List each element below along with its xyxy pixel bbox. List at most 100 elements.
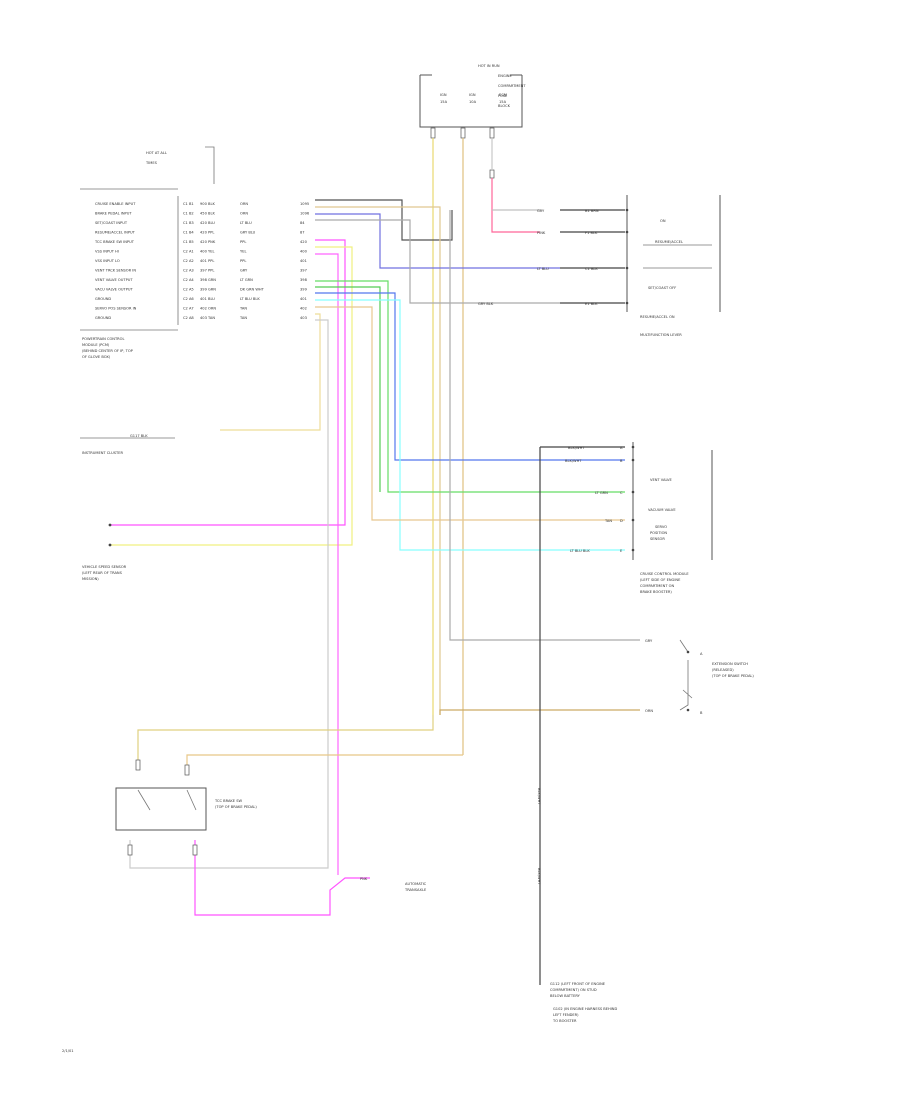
module-wire-term: C bbox=[620, 491, 623, 495]
fuse-rating: 15A bbox=[499, 100, 507, 104]
stop-wire-color: ORN bbox=[645, 709, 653, 713]
tcc-pink-wire bbox=[194, 840, 370, 916]
pcm-pin-wire: LT GRN bbox=[240, 278, 253, 282]
module-label: VENT VALVE bbox=[650, 478, 673, 482]
pcm-pin-wire: ORN bbox=[240, 202, 248, 206]
page-mark: 2/1/01 bbox=[62, 1049, 74, 1053]
tcc-caption: (TOP OF BRAKE PEDAL) bbox=[215, 805, 257, 809]
pcm-pin-circuit: 401 bbox=[300, 297, 307, 301]
fuse-block-line: ENGINE bbox=[498, 74, 512, 78]
pcm-wire-cyan bbox=[315, 299, 625, 551]
fuse-block-line: FUSE bbox=[498, 94, 508, 98]
module-wire-term: D bbox=[620, 519, 623, 523]
module-label: POSITION bbox=[650, 531, 667, 535]
fuse-block-line: BLOCK bbox=[498, 104, 511, 108]
vss-caption: VEHICLE SPEED SENSOR bbox=[82, 565, 127, 569]
cruise-control-module: BLK/WHT A BLK/WHT B LT GRN C TAN D LT BL… bbox=[565, 442, 713, 594]
hot-at-all-times-label: TIMES bbox=[145, 161, 158, 165]
fuse-block-line: COMPARTMENT bbox=[498, 84, 526, 88]
hot-at-all-times-label: HOT AT ALL bbox=[146, 151, 167, 155]
pcm-pin-id: C2 A6 bbox=[183, 297, 194, 301]
pcm-pin-wire: GRY bbox=[240, 269, 248, 273]
pcm-pin-circuit: 87 bbox=[300, 231, 305, 235]
pcm-pin-circuit: 1095 bbox=[300, 202, 309, 206]
fuse-rating: 10A bbox=[469, 100, 477, 104]
bottom-caption: COMPARTMENT) ON STUD bbox=[550, 988, 597, 992]
stop-switch-terminal bbox=[686, 650, 690, 654]
fuse-terminal bbox=[489, 127, 495, 139]
switch-wire-color: GRY bbox=[537, 209, 545, 213]
hot-at-all-times-bracket bbox=[205, 146, 215, 184]
pcm-pin-code: 403 TAN bbox=[200, 316, 215, 320]
pcm-pin-id: C2 A4 bbox=[183, 278, 194, 282]
pcm-pin-circuit: 402 bbox=[300, 307, 307, 311]
module-terminal bbox=[631, 548, 635, 552]
fuse-label: ECM bbox=[499, 93, 507, 97]
stop-switch-caption: (TOP OF BRAKE PEDAL) bbox=[712, 674, 754, 678]
pcm-pin-name: RESUME/ACCEL INPUT bbox=[95, 231, 136, 235]
ground-instrument-cluster: G117 BLK INSTRUMENT CLUSTER bbox=[80, 434, 175, 455]
module-outline bbox=[632, 442, 713, 560]
switch-terminal bbox=[625, 230, 629, 234]
pcm-wire-tan bbox=[315, 306, 625, 521]
module-wire-color: TAN bbox=[604, 519, 612, 523]
module-wire-term: E bbox=[620, 549, 623, 553]
pcm-pin-name: BRAKE PEDAL INPUT bbox=[95, 212, 132, 216]
fuse-to-tcc-left bbox=[137, 715, 434, 760]
pcm-pin-id: C1 B2 bbox=[183, 212, 194, 216]
pcm-caption: MODULE (PCM) bbox=[82, 343, 110, 347]
module-wire-term: B bbox=[620, 459, 623, 463]
fuse-to-tcc-right bbox=[186, 754, 463, 765]
pcm-pin-name: VENT TRCK SENSOR IN bbox=[95, 269, 136, 273]
transaxle-caption: TRANSAXLE bbox=[404, 888, 427, 892]
pcm-pin-circuit: 1096 bbox=[300, 212, 310, 216]
pcm-pin-wire: GRY BLU bbox=[240, 231, 256, 235]
pcm-pin-circuit: 401 bbox=[300, 259, 307, 263]
module-wire-term: A bbox=[620, 446, 623, 450]
ground-caption: INSTRUMENT CLUSTER bbox=[82, 451, 123, 455]
fuse-terminal bbox=[430, 127, 436, 139]
pcm-pin-wire: PPL bbox=[240, 240, 246, 244]
pcm-pin-wire: YEL bbox=[240, 250, 246, 254]
pcm-pin-code: 450 BLK bbox=[200, 212, 215, 216]
module-label: SERVO bbox=[655, 525, 667, 529]
pcm-pin-id: C1 B4 bbox=[183, 231, 194, 235]
pcm-pin-code: 401 BLU bbox=[200, 297, 215, 301]
module-caption: COMPARTMENT ON bbox=[640, 584, 674, 588]
pcm-pin-circuit: 397 bbox=[300, 269, 307, 273]
pcm-pin-circuit: 84 bbox=[300, 221, 305, 225]
pcm-caption: OF GLOVE BOX) bbox=[82, 355, 111, 359]
pcm-pin-wire: LT BLU bbox=[240, 221, 252, 225]
pcm-pin-code: 900 BLK bbox=[200, 202, 215, 206]
pcm-wire-blue bbox=[315, 213, 560, 269]
stop-wire-term: A bbox=[700, 652, 703, 656]
pcm-pin-code: 397 PPL bbox=[200, 269, 214, 273]
transaxle-caption: AUTOMATIC bbox=[405, 882, 427, 886]
bottom-caption: G112 (LEFT FRONT OF ENGINE bbox=[550, 982, 606, 986]
pcm-pin-name: VSS INPUT LO bbox=[95, 259, 120, 263]
bottom-caption2: G102 (IN ENGINE HARNESS BEHIND bbox=[553, 1007, 617, 1011]
pcm-wire-dkgreen bbox=[315, 286, 381, 492]
pcm-pin-code: 399 GRN bbox=[200, 288, 216, 292]
ground-wire-label: BLK/WHT bbox=[537, 868, 541, 885]
pcm-pin-wire: TAN bbox=[239, 316, 247, 320]
tcc-switch-contact bbox=[137, 789, 197, 811]
module-caption: (LEFT SIDE OF ENGINE bbox=[640, 578, 681, 582]
vss-terminal bbox=[108, 543, 112, 547]
pcm-pin-circuit: 398 bbox=[300, 278, 308, 282]
stop-switch-terminal bbox=[686, 708, 690, 712]
pcm-wire-green bbox=[315, 280, 625, 493]
fuse-rating: 15A bbox=[440, 100, 448, 104]
pcm-wire-row1 bbox=[315, 199, 453, 241]
pcm-pin-code: 402 ORN bbox=[200, 307, 216, 311]
pcm-pin-circuit: 403 bbox=[300, 316, 307, 320]
pcm-pin-name: SERVO POS SENSOR IN bbox=[95, 307, 137, 311]
module-terminal bbox=[631, 490, 635, 494]
pcm-wire-gnd bbox=[129, 319, 329, 869]
module-terminal bbox=[631, 518, 635, 522]
vss-terminal bbox=[108, 523, 112, 527]
pcm-pin-name: SET/COAST INPUT bbox=[95, 221, 128, 225]
wire-pink bbox=[491, 178, 540, 233]
pcm-pin-id: C1 B5 bbox=[183, 240, 194, 244]
pcm-pin-wire: DK GRN WHT bbox=[240, 288, 265, 292]
